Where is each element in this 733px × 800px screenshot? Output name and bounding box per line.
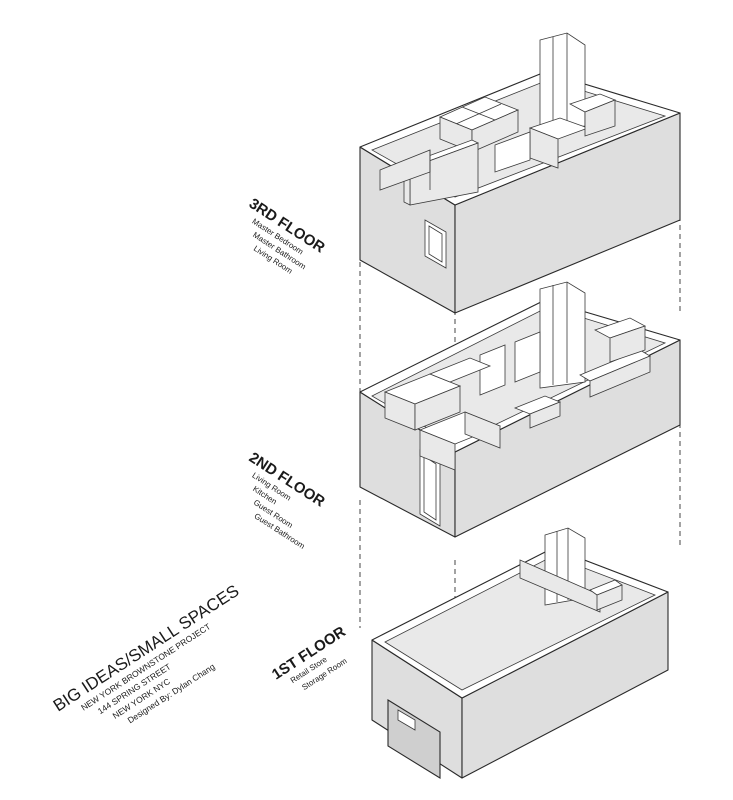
floor-2-back-window	[514, 331, 541, 383]
floor-3-model	[359, 32, 681, 314]
floor-1-model	[371, 527, 669, 779]
floor-2-model	[359, 281, 681, 538]
floor-1-label: 1ST FLOOR Retail Store Storage Room	[269, 623, 349, 692]
floor-3-stair-tower	[539, 32, 586, 133]
project-title-block: BIG IDEAS/SMALL SPACES NEW YORK BROWNSTO…	[50, 581, 243, 725]
floor-2-back-window	[479, 344, 506, 396]
floor-3-label: 3RD FLOOR Master Bedroom Master Bathroom…	[246, 195, 328, 276]
floor-2-label: 2ND FLOOR Living Room Kitchen Guest Room…	[246, 449, 328, 551]
floor-3-window	[424, 219, 447, 269]
floor-2-stair-tower	[539, 281, 586, 389]
